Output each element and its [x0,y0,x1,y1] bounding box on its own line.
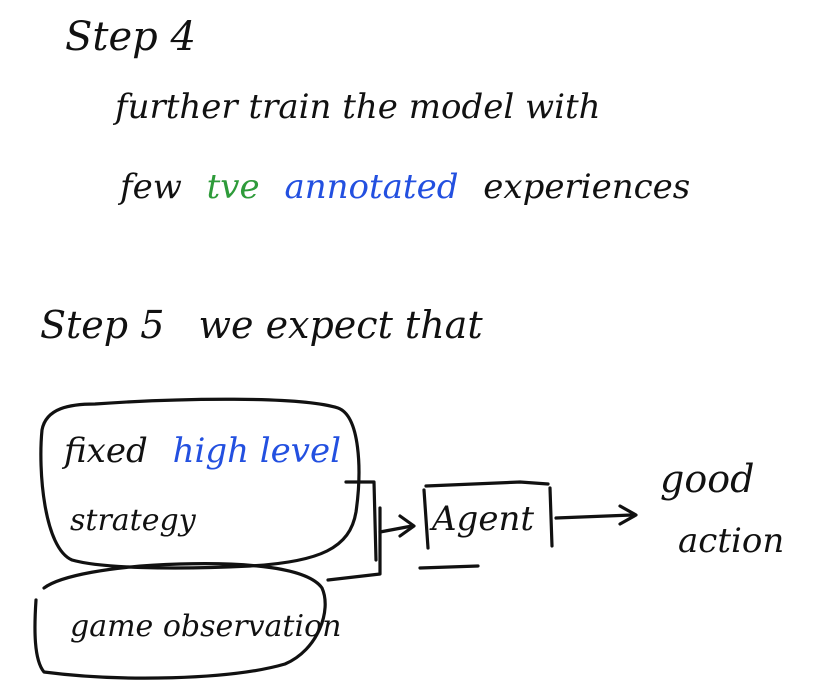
word-annotated: annotated [284,167,458,207]
word-high-level: high level [173,431,341,471]
observation-box-outline [33,562,327,680]
step4-line1: further train the model with [112,87,601,127]
output-good: good [660,457,754,501]
strategy-box-outline [39,397,361,570]
step5-line: Step 5 we expect that [40,303,483,347]
strategy-line1: fixed high level [61,431,341,471]
step5-text: we expect that [198,303,483,347]
word-fixed: fixed [61,431,148,471]
word-tve: tve [207,167,260,207]
word-experiences: experiences [483,167,690,207]
merge-arrow-head [398,514,416,538]
output-arrow-head [618,504,638,526]
step4-heading: Step 4 [65,14,196,60]
step4-line2: few tve annotated experiences [117,167,690,207]
word-strategy: strategy [70,503,197,538]
strategy-connector [344,480,378,562]
agent-label: Agent [429,499,534,539]
output-action: action [678,521,784,561]
observation-label: game observation [70,609,341,644]
agent-box-outline [418,480,554,570]
step5-heading: Step 5 [40,303,164,347]
observation-connector [326,506,382,582]
merge-arrow-line [378,524,414,534]
word-few: few [117,167,182,207]
output-arrow-line [554,513,634,520]
